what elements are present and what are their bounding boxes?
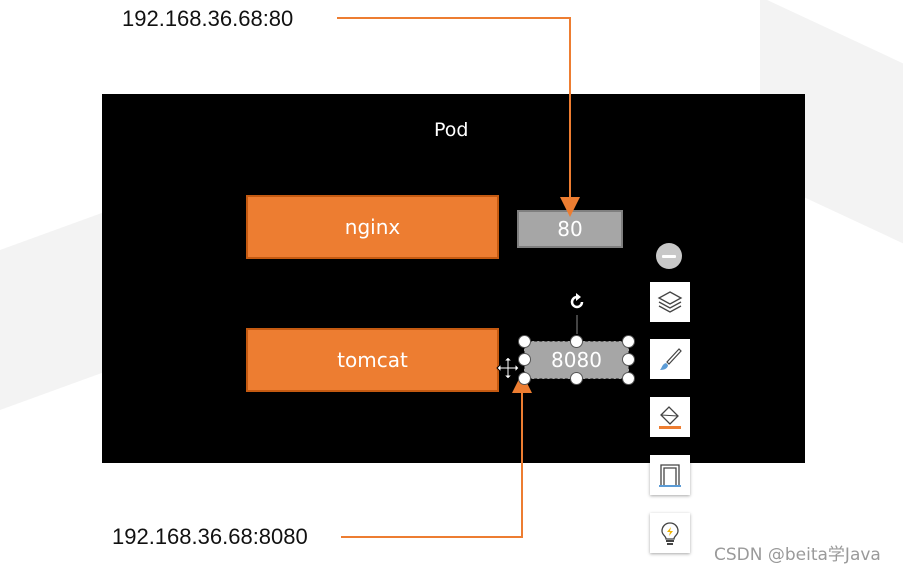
nginx-container-label: nginx bbox=[344, 215, 401, 239]
nginx-arrow-line bbox=[337, 17, 580, 217]
tomcat-container-box[interactable]: tomcat bbox=[246, 328, 499, 392]
resize-handle-e[interactable] bbox=[622, 353, 635, 366]
shape-fill-button[interactable] bbox=[650, 397, 690, 437]
frame-button[interactable] bbox=[650, 455, 690, 495]
resize-handle-sw[interactable] bbox=[518, 372, 531, 385]
minus-circle-icon[interactable] bbox=[656, 243, 682, 269]
nginx-container-box[interactable]: nginx bbox=[246, 195, 499, 259]
frame-icon bbox=[659, 464, 681, 487]
resize-handle-w[interactable] bbox=[518, 353, 531, 366]
layers-button[interactable] bbox=[650, 282, 690, 322]
paintbrush-icon bbox=[660, 348, 682, 370]
lightbulb-icon bbox=[661, 522, 679, 545]
ideas-button[interactable] bbox=[650, 513, 690, 553]
nginx-port-label: 80 bbox=[557, 217, 583, 241]
brush-button[interactable] bbox=[650, 339, 690, 379]
rotate-handle-icon[interactable] bbox=[566, 291, 588, 313]
nginx-external-address: 192.168.36.68:80 bbox=[122, 6, 294, 31]
move-cursor-icon bbox=[496, 356, 520, 380]
pod-title: Pod bbox=[434, 119, 469, 141]
tomcat-arrow-line bbox=[341, 373, 532, 538]
resize-handle-s[interactable] bbox=[570, 372, 583, 385]
tomcat-external-address: 192.168.36.68:8080 bbox=[112, 524, 308, 549]
layers-icon bbox=[657, 291, 683, 313]
tomcat-container-label: tomcat bbox=[337, 348, 408, 372]
shape-fill-icon bbox=[659, 406, 681, 429]
resize-handle-se[interactable] bbox=[622, 372, 635, 385]
resize-handle-nw[interactable] bbox=[518, 335, 531, 348]
resize-handle-ne[interactable] bbox=[622, 335, 635, 348]
tomcat-port-label: 8080 bbox=[551, 348, 602, 372]
resize-handle-n[interactable] bbox=[570, 335, 583, 348]
watermark: CSDN @beita学Java bbox=[714, 545, 881, 565]
